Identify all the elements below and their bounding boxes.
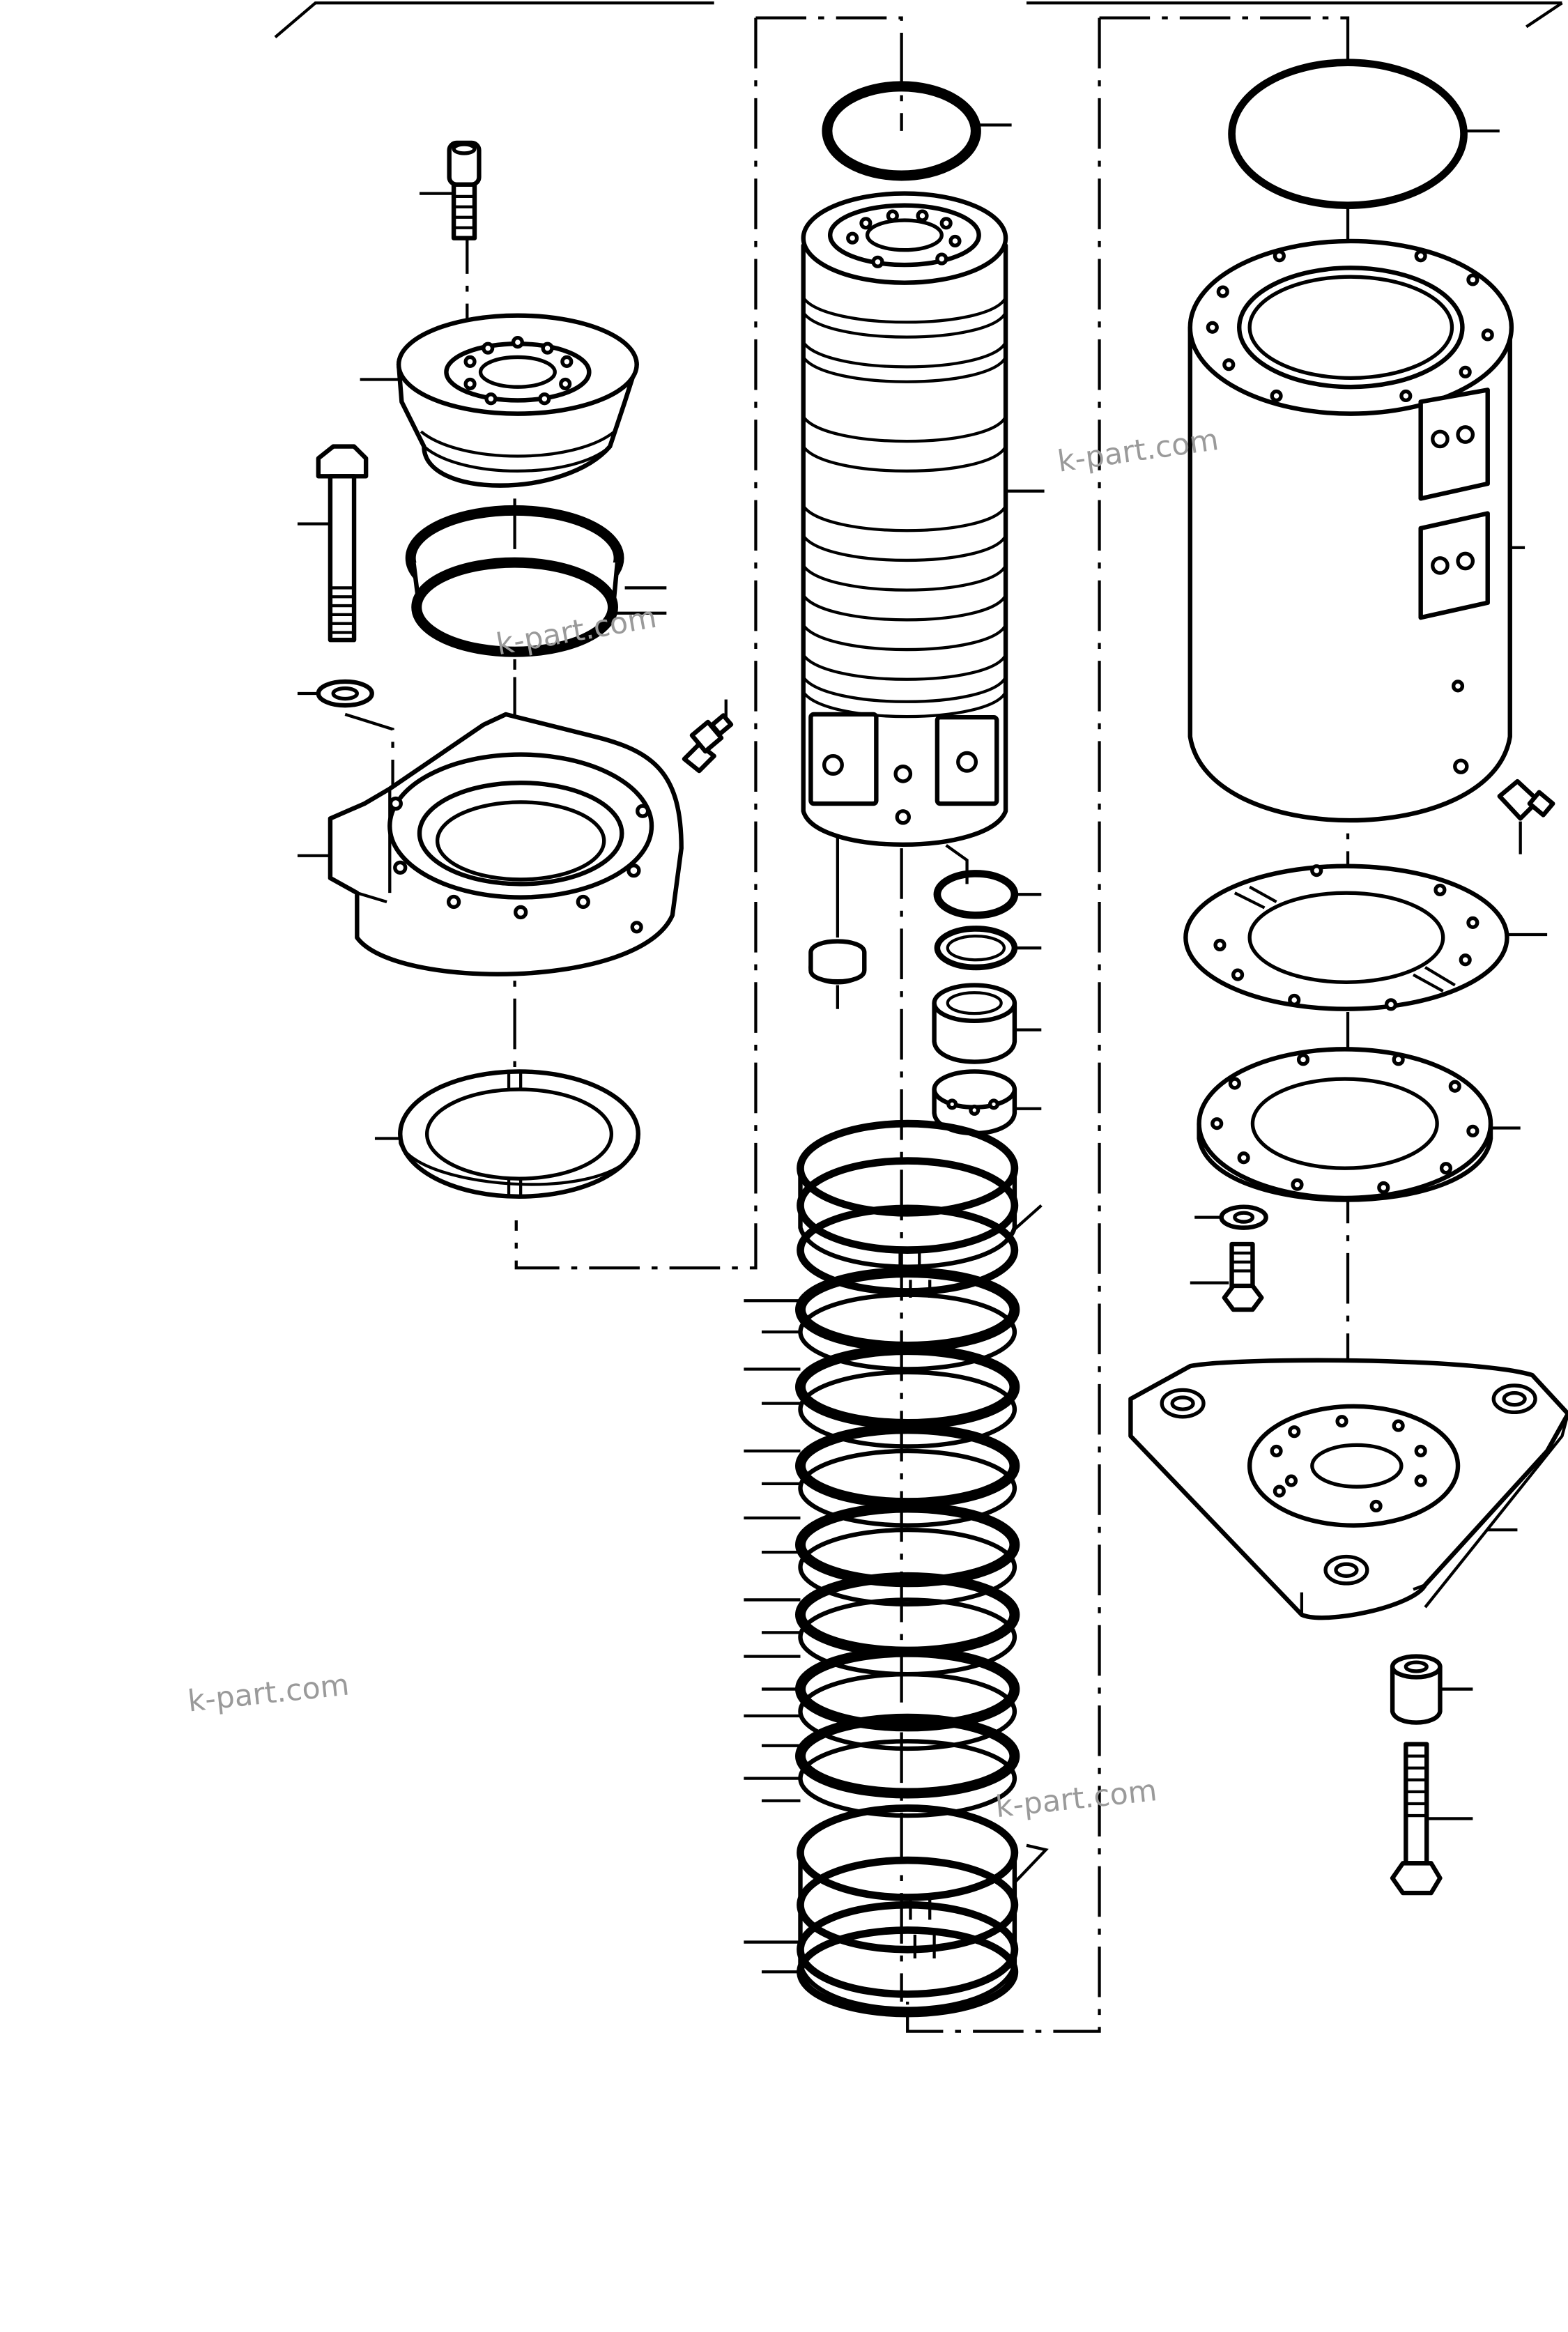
grease-nipple-right bbox=[1497, 778, 1555, 854]
thrust-washer bbox=[374, 1069, 640, 1199]
seal-ring-stack bbox=[744, 1119, 1049, 2018]
triangular-mount bbox=[1128, 1358, 1568, 1620]
watermark: k-part.com bbox=[994, 1773, 1158, 1825]
o-ring-small bbox=[933, 870, 1042, 919]
hex-bolt bbox=[297, 444, 369, 643]
o-ring-top bbox=[822, 81, 1012, 181]
swivel-housing bbox=[1187, 238, 1525, 823]
long-bolt bbox=[1390, 1742, 1473, 1896]
filter-cup bbox=[932, 983, 1042, 1064]
spacer-sleeve bbox=[1390, 1654, 1473, 1725]
washer-right bbox=[1194, 1204, 1268, 1230]
plug bbox=[808, 836, 867, 1009]
check-valve bbox=[932, 1069, 1042, 1136]
washer bbox=[297, 679, 374, 708]
bolt-right bbox=[1190, 1241, 1264, 1312]
cap-screw bbox=[419, 140, 482, 240]
o-ring-large bbox=[1228, 59, 1500, 210]
flange-plate bbox=[1197, 1047, 1521, 1202]
rotor-spool bbox=[801, 191, 1045, 847]
top-cover bbox=[360, 313, 639, 488]
ring-pair-series bbox=[795, 1267, 1020, 1818]
grease-nipple-left bbox=[682, 699, 734, 774]
split-shim bbox=[1183, 864, 1548, 1011]
watermark: k-part.com bbox=[186, 1667, 351, 1719]
seal-ring-pair bbox=[405, 505, 667, 657]
backup-ring-small bbox=[934, 926, 1042, 971]
bearing-housing bbox=[297, 712, 684, 977]
